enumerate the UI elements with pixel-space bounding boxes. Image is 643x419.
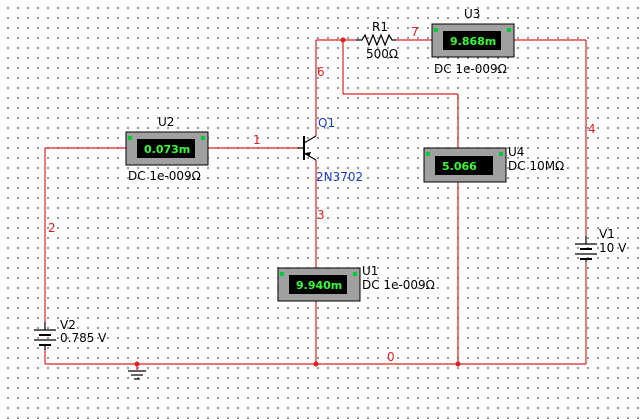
transistor-q1[interactable]: Q1 2N3702: [298, 116, 363, 184]
meter-display: [137, 139, 195, 158]
meter-u2-ref: U2: [158, 115, 174, 129]
junction-dot: [455, 361, 461, 367]
meter-terminal-plus-icon: [434, 28, 438, 32]
source-v2[interactable]: V2 0.785 V: [34, 318, 107, 350]
meter-u2[interactable]: 0.073m U2 DC 1e-009Ω: [125, 115, 209, 183]
ground-symbol-icon[interactable]: [128, 370, 146, 380]
meter-u3[interactable]: 9.868m U3 DC 1e-009Ω: [431, 7, 515, 76]
meter-u4-mode: DC 10MΩ: [508, 159, 564, 173]
meter-u3-ref: U3: [464, 7, 480, 21]
meter-terminal-plus-icon: [426, 152, 430, 156]
meter-u2-reading: 0.073m: [144, 143, 190, 156]
meter-u2-mode: DC 1e-009Ω: [128, 169, 201, 183]
net-label-6: 6: [317, 65, 325, 79]
net-label-2: 2: [48, 221, 56, 235]
meter-display: [443, 31, 501, 50]
meter-u4-reading: 5.066: [442, 160, 477, 173]
transistor-emitter-lead: [303, 152, 317, 161]
resistor-r1[interactable]: R1 500Ω: [356, 20, 398, 61]
net-label-4: 4: [588, 122, 596, 136]
resistor-zigzag: [356, 33, 396, 47]
meter-u4[interactable]: 5.066 U4 DC 10MΩ: [423, 145, 564, 183]
junction-dot: [313, 361, 319, 367]
meter-terminal-minus-icon: [507, 28, 511, 32]
source-v1-ref: V1: [599, 227, 615, 241]
net-label-7: 7: [411, 25, 419, 39]
meter-u1-reading: 9.940m: [296, 279, 342, 292]
meter-terminal-plus-icon: [128, 136, 132, 140]
meter-u4-ref: U4: [508, 145, 524, 159]
resistor-r1-ref: R1: [372, 20, 388, 34]
meter-terminal-minus-icon: [353, 272, 357, 276]
meter-terminal-minus-icon: [499, 152, 503, 156]
transistor-q1-ref: Q1: [318, 116, 335, 130]
wires: [44, 39, 587, 370]
meter-u1[interactable]: 9.940m U1 DC 1e-009Ω: [277, 264, 435, 302]
meter-u1-mode: DC 1e-009Ω: [362, 278, 435, 292]
junction-dot: [340, 37, 346, 43]
junctions: [134, 37, 461, 367]
resistor-r1-value: 500Ω: [366, 47, 398, 61]
meter-terminal-minus-icon: [201, 136, 205, 140]
net-label-3: 3: [317, 208, 325, 222]
source-v2-value: 0.785 V: [60, 331, 107, 345]
net-label-0: 0: [387, 350, 395, 364]
meter-terminal-plus-icon: [280, 272, 284, 276]
meter-u3-mode: DC 1e-009Ω: [434, 62, 507, 76]
source-v1-value: 10 V: [599, 241, 627, 255]
source-v2-ref: V2: [60, 318, 76, 332]
net-label-1: 1: [253, 133, 261, 147]
transistor-emitter-arrow-icon: [305, 152, 311, 157]
transistor-collector-lead: [303, 135, 317, 144]
source-v1[interactable]: V1 10 V: [575, 227, 627, 262]
meter-u1-ref: U1: [362, 264, 378, 278]
meter-display: [289, 275, 347, 294]
transistor-q1-model: 2N3702: [316, 170, 363, 184]
meter-u3-reading: 9.868m: [450, 35, 496, 48]
junction-dot: [134, 361, 140, 367]
meter-display: [435, 156, 493, 175]
